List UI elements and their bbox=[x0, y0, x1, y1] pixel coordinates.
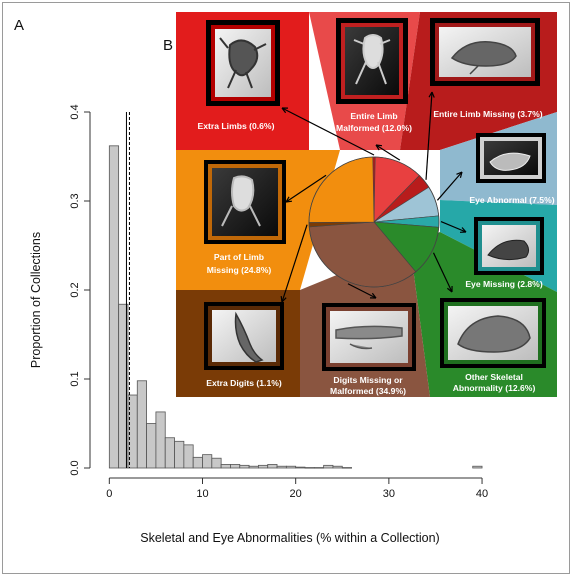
frog-extra-digits-icon bbox=[234, 311, 264, 363]
pie-arrow bbox=[347, 283, 377, 299]
frog-extra-limbs-icon bbox=[219, 37, 267, 89]
y-axis-label: Proportion of Collections bbox=[29, 232, 43, 368]
pie-arrow bbox=[440, 221, 467, 233]
frog-other-skeletal-icon bbox=[457, 315, 531, 353]
x-tick-label: 40 bbox=[476, 488, 488, 500]
histogram-bar bbox=[220, 464, 231, 469]
arrow-head bbox=[281, 107, 289, 114]
photo-tile-entire-limb-missing bbox=[430, 18, 540, 86]
histogram-bar bbox=[285, 465, 297, 469]
x-axis-label: Skeletal and Eye Abnormalities (% within… bbox=[140, 531, 439, 545]
y-axis-ticks: 0.0 0.1 0.2 0.3 0.4 bbox=[69, 104, 90, 476]
tile-label-extra-limbs: Extra Limbs (0.6%) bbox=[198, 121, 275, 131]
histogram-bars bbox=[108, 145, 483, 469]
histogram-bar bbox=[295, 466, 306, 469]
panel-a-letter: A bbox=[14, 17, 24, 34]
pie-chart bbox=[308, 156, 440, 288]
arrow-head bbox=[280, 295, 287, 303]
histogram-bar bbox=[108, 145, 120, 469]
arrow-head bbox=[456, 171, 463, 178]
x-tick-label: 0 bbox=[106, 488, 112, 500]
histogram-bar bbox=[211, 457, 222, 469]
frog-entire-limb-malformed-icon bbox=[353, 34, 391, 85]
histogram-bar bbox=[136, 380, 147, 469]
x-tick-label: 30 bbox=[383, 488, 395, 500]
histogram-bar bbox=[304, 467, 315, 469]
tile-label-extra-digits: Extra Digits (1.1%) bbox=[206, 378, 282, 388]
arrow-head bbox=[446, 285, 453, 293]
tile-label-eye-missing: Eye Missing (2.8%) bbox=[465, 279, 543, 289]
pie-arrow bbox=[281, 224, 308, 303]
reference-lines bbox=[125, 112, 130, 468]
frog-eye-abnormal-icon bbox=[489, 152, 531, 171]
histogram-bar bbox=[118, 303, 129, 469]
y-tick-label: 0.1 bbox=[69, 371, 81, 386]
pie-arrow bbox=[281, 107, 375, 156]
x-tick-label: 20 bbox=[290, 488, 302, 500]
photo-tile-eye-missing bbox=[474, 217, 544, 275]
pie-arrow bbox=[436, 171, 463, 201]
y-tick-label: 0.3 bbox=[69, 193, 81, 208]
y-tick-label: 0.2 bbox=[69, 282, 81, 297]
histogram-bar bbox=[202, 454, 213, 469]
photo-tile-digits-missing bbox=[322, 303, 416, 371]
panel-b: B bbox=[163, 12, 557, 397]
figure-border bbox=[2, 2, 570, 574]
x-axis-ticks: 0 10 20 30 40 bbox=[106, 478, 488, 500]
photo-tile-other-skeletal bbox=[440, 298, 546, 368]
photo-tile-eye-abnormal bbox=[476, 133, 546, 183]
histogram-bar bbox=[276, 465, 287, 469]
tile-label-eye-abnormal: Eye Abnormal (7.5%) bbox=[469, 195, 554, 205]
arrow-head bbox=[428, 91, 435, 98]
histogram-bar bbox=[174, 440, 185, 469]
histogram-bar bbox=[267, 464, 278, 469]
pie-arrow bbox=[425, 91, 433, 180]
frog-eye-missing-icon bbox=[487, 239, 530, 261]
histogram-bar bbox=[248, 465, 259, 469]
photo-tile-extra-digits bbox=[204, 302, 284, 370]
histogram-bar bbox=[230, 464, 241, 469]
histogram-bar bbox=[332, 465, 343, 469]
histogram-bar bbox=[239, 464, 250, 469]
frog-digits-missing-icon bbox=[335, 325, 403, 350]
histogram: 0.0 0.1 0.2 0.3 0.4 0 10 20 30 40 Proportion of … bbox=[29, 104, 488, 545]
histogram-bar bbox=[146, 423, 157, 469]
pie-arrow bbox=[285, 174, 327, 203]
pie-arrows bbox=[280, 91, 467, 303]
x-tick-label: 10 bbox=[196, 488, 208, 500]
frog-entire-limb-missing-icon bbox=[450, 41, 517, 75]
histogram-bar bbox=[164, 437, 175, 469]
histogram-bar bbox=[313, 467, 325, 469]
pie-outline bbox=[308, 156, 440, 288]
photo-tile-entire-limb-malformed bbox=[336, 18, 408, 104]
arrow-head bbox=[459, 227, 467, 233]
histogram-bar bbox=[341, 467, 352, 469]
arrow-head bbox=[285, 196, 293, 203]
histogram-bar bbox=[155, 411, 166, 469]
tile-label-entire-limb-missing: Entire Limb Missing (3.7%) bbox=[433, 109, 542, 119]
histogram-bar bbox=[192, 456, 203, 469]
frog-part-of-limb-icon bbox=[221, 175, 261, 227]
panel-b-letter: B bbox=[163, 37, 173, 54]
y-tick-label: 0.0 bbox=[69, 460, 81, 475]
y-tick-label: 0.4 bbox=[69, 104, 81, 119]
photo-tile-part-of-limb bbox=[204, 160, 286, 244]
pie-arrow bbox=[432, 252, 453, 293]
pie-arrow bbox=[375, 144, 401, 161]
arrow-head bbox=[375, 144, 383, 151]
histogram-bar bbox=[472, 465, 483, 469]
histogram-bar bbox=[183, 444, 194, 469]
photo-tile-extra-limbs bbox=[206, 20, 280, 106]
histogram-bar bbox=[258, 464, 269, 469]
arrow-head bbox=[369, 292, 377, 299]
histogram-bar bbox=[323, 464, 334, 469]
